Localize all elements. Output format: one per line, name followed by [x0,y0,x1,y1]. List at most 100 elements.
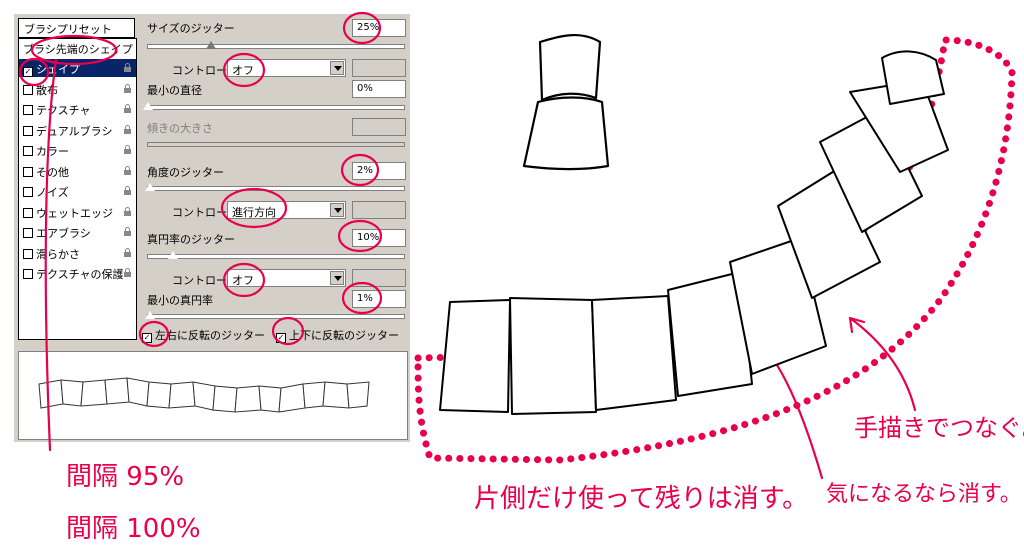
roundness-control-select[interactable]: オフ [227,269,346,287]
flip-x-checkbox[interactable]: ✓左右に反転のジッター [142,327,265,343]
option-checkbox[interactable] [23,269,33,279]
flip-y-label: 上下に反転のジッター [289,329,399,342]
angle-jitter-label: 角度のジッター [147,166,224,179]
stroke-preview-drawing [38,377,370,413]
option-checkbox[interactable] [23,84,33,95]
note-connect-by-hand: 手描きでつなぐ。 [854,414,1024,442]
angle-control-fade-field [352,201,406,219]
chevron-down-icon[interactable] [330,61,344,75]
option-checkbox[interactable] [23,125,33,136]
chevron-down-icon[interactable] [330,271,344,285]
option-label: テクスチャの保護 [36,268,124,281]
circle-roundness-control [222,262,266,298]
size-control-value: オフ [232,64,254,77]
option-label: エアブラシ [36,227,91,240]
option-checkbox[interactable]: ✓ [23,67,33,77]
pointer-arrow-connect [848,316,917,412]
option-label: デュアルブラシ [36,124,113,138]
tilt-scale-label: 傾きの大きさ [147,122,213,135]
brush-option-item[interactable]: その他 [19,162,136,180]
single-bow-tile [522,33,610,171]
brush-options-list: ブラシ先端のシェイプ ✓シェイプ散布テクスチャデュアルブラシカラーその他ノイズウ… [18,38,137,340]
brush-stroke-preview [18,351,408,440]
option-checkbox[interactable] [23,166,33,177]
option-checkbox[interactable] [23,248,33,259]
option-label: ノイズ [36,186,69,199]
size-control-fade-field [352,59,406,77]
pointer-line-spacing [44,58,58,452]
option-checkbox[interactable] [23,187,33,197]
lock-icon[interactable] [123,267,132,277]
size-jitter-slider[interactable] [147,44,405,49]
brush-option-item[interactable]: ノイズ [19,182,136,200]
roundness-jitter-label: 真円率のジッター [147,233,235,246]
brush-option-item[interactable]: テクスチャの保護 [19,264,136,282]
chevron-down-icon[interactable] [330,203,344,217]
roundness-jitter-slider-thumb[interactable] [168,251,178,259]
circle-angle-jitter [340,153,380,187]
brush-option-item[interactable]: デュアルブラシ [19,121,136,139]
lock-icon[interactable] [123,185,132,195]
note-erase-if: 気になるなら消す。 [826,482,1022,507]
min-roundness-label: 最小の真円率 [147,294,213,307]
min-diameter-label: 最小の直径 [147,84,202,97]
tip-shape-item[interactable]: ブラシ先端のシェイプ [19,39,136,57]
lock-icon[interactable] [123,83,132,93]
lock-icon[interactable] [123,62,132,72]
brush-option-item[interactable]: エアブラシ [19,223,136,241]
option-label: 滑らかさ [36,247,80,261]
circle-shape-check [18,57,50,87]
circle-size-control [222,52,266,88]
size-jitter-slider-thumb[interactable] [206,41,216,49]
option-checkbox[interactable] [23,228,33,238]
bow-chain [439,50,949,415]
angle-jitter-slider-thumb[interactable] [145,183,155,191]
lock-icon[interactable] [123,226,132,236]
option-label: カラー [36,145,69,158]
angle-control-value: 進行方向 [232,206,276,219]
lock-icon[interactable] [123,165,132,175]
angle-control-label: コントロール : [172,206,246,219]
min-diameter-field[interactable]: 0% [352,80,406,98]
lock-icon[interactable] [123,247,132,257]
flip-x-check[interactable]: ✓ [142,333,152,343]
lock-icon[interactable] [123,144,132,154]
min-roundness-slider-thumb[interactable] [145,311,155,319]
size-control-select[interactable]: オフ [227,59,346,77]
option-label: ウェットエッジ [36,206,113,220]
circle-min-roundness [341,281,383,315]
brush-option-item[interactable]: 滑らかさ [19,244,136,262]
size-jitter-label: サイズのジッター [147,22,235,35]
min-roundness-field[interactable]: 1% [352,290,406,308]
tilt-scale-slider [147,142,405,147]
brush-preset-header[interactable]: ブラシプリセット [18,18,135,38]
brush-settings-panel: ブラシ先端のシェイプ ✓シェイプ散布テクスチャデュアルブラシカラーその他ノイズウ… [14,14,410,442]
option-checkbox[interactable] [23,207,33,218]
roundness-control-value: オフ [232,274,254,287]
circle-flip-x [138,320,170,348]
brush-preset-label: ブラシプリセット [24,23,112,36]
circle-angle-control [220,187,288,229]
brush-option-item[interactable]: ウェットエッジ [19,203,136,221]
tip-shape-label: ブラシ先端のシェイプ [23,43,133,56]
note-spacing-95: 間隔 95% [66,462,185,492]
circle-tip-shape [30,34,118,66]
circle-flip-y [271,316,305,346]
lock-icon[interactable] [123,103,132,113]
option-label: その他 [36,165,69,179]
flip-x-label: 左右に反転のジッター [155,329,265,342]
option-checkbox[interactable] [23,105,33,115]
option-checkbox[interactable] [23,146,33,156]
roundness-control-label: コントロール : [172,274,246,287]
brush-option-item[interactable]: カラー [19,141,136,159]
min-diameter-slider-thumb[interactable] [143,102,153,110]
note-spacing-100: 間隔 100% [66,514,201,544]
note-one-side: 片側だけ使って残りは消す。 [474,484,809,514]
roundness-jitter-slider[interactable] [147,254,405,259]
size-control-label: コントロール : [172,64,246,77]
lock-icon[interactable] [123,124,132,134]
circle-roundness-jitter [337,219,383,253]
lock-icon[interactable] [123,206,132,216]
circle-size-jitter [342,11,382,45]
